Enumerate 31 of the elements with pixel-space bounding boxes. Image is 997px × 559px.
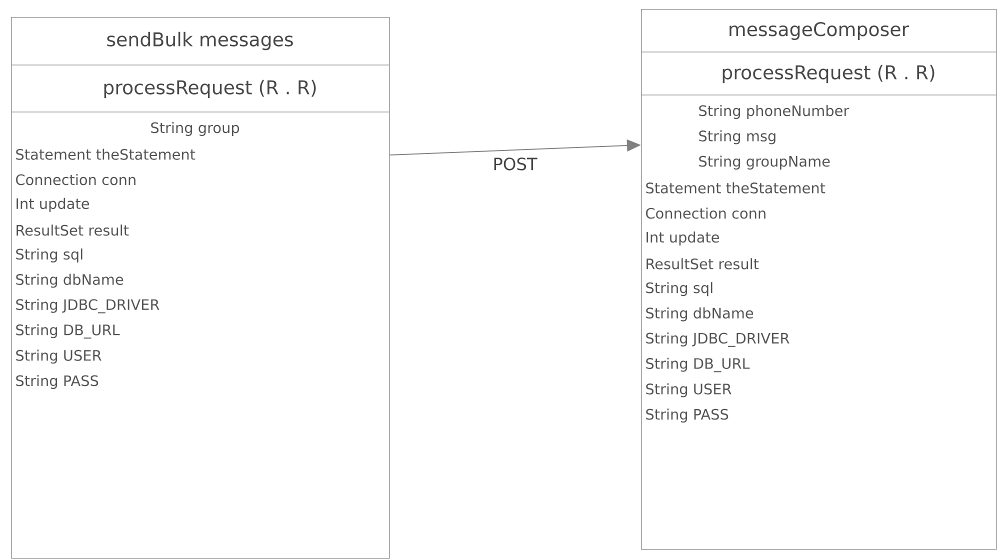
attribute-text: Int update <box>646 232 720 246</box>
attribute-text: String sql <box>646 282 712 296</box>
attribute-text: ResultSet result <box>646 258 759 270</box>
attribute-text: String groupName <box>699 156 830 170</box>
class-name: messageComposer <box>730 22 910 40</box>
class-box <box>10 17 390 559</box>
attribute-text: String USER <box>646 383 732 398</box>
attribute-text: String PASS <box>646 408 728 423</box>
attribute-text: String msg <box>699 130 776 144</box>
attribute-text: Connection conn <box>16 174 136 186</box>
attribute-text: Connection conn <box>646 208 766 219</box>
attribute-text: String PASS <box>16 374 98 389</box>
method-name: processRequest (R . R) <box>722 64 934 84</box>
attribute-text: String DB_URL <box>646 358 750 372</box>
class-name: sendBulk messages <box>107 32 293 50</box>
attribute-text: String sql <box>16 248 82 262</box>
attribute-text: Statement theStatement <box>646 182 826 194</box>
attribute-text: String group <box>151 122 240 136</box>
edge-label: POST <box>494 158 538 170</box>
attribute-text: Statement theStatement <box>16 148 196 160</box>
attribute-text: Int update <box>16 198 90 212</box>
class-box <box>640 9 997 550</box>
attribute-text: ResultSet result <box>16 224 129 236</box>
attribute-text: String DB_URL <box>16 324 120 339</box>
attribute-text: String phoneNumber <box>699 105 850 119</box>
attribute-text: String dbName <box>16 274 124 288</box>
attribute-text: String USER <box>16 350 102 364</box>
attribute-text: String JDBC_DRIVER <box>646 332 790 347</box>
attribute-text: String dbName <box>646 307 754 322</box>
method-name: processRequest (R . R) <box>104 80 316 98</box>
attribute-text: String JDBC_DRIVER <box>16 298 160 314</box>
